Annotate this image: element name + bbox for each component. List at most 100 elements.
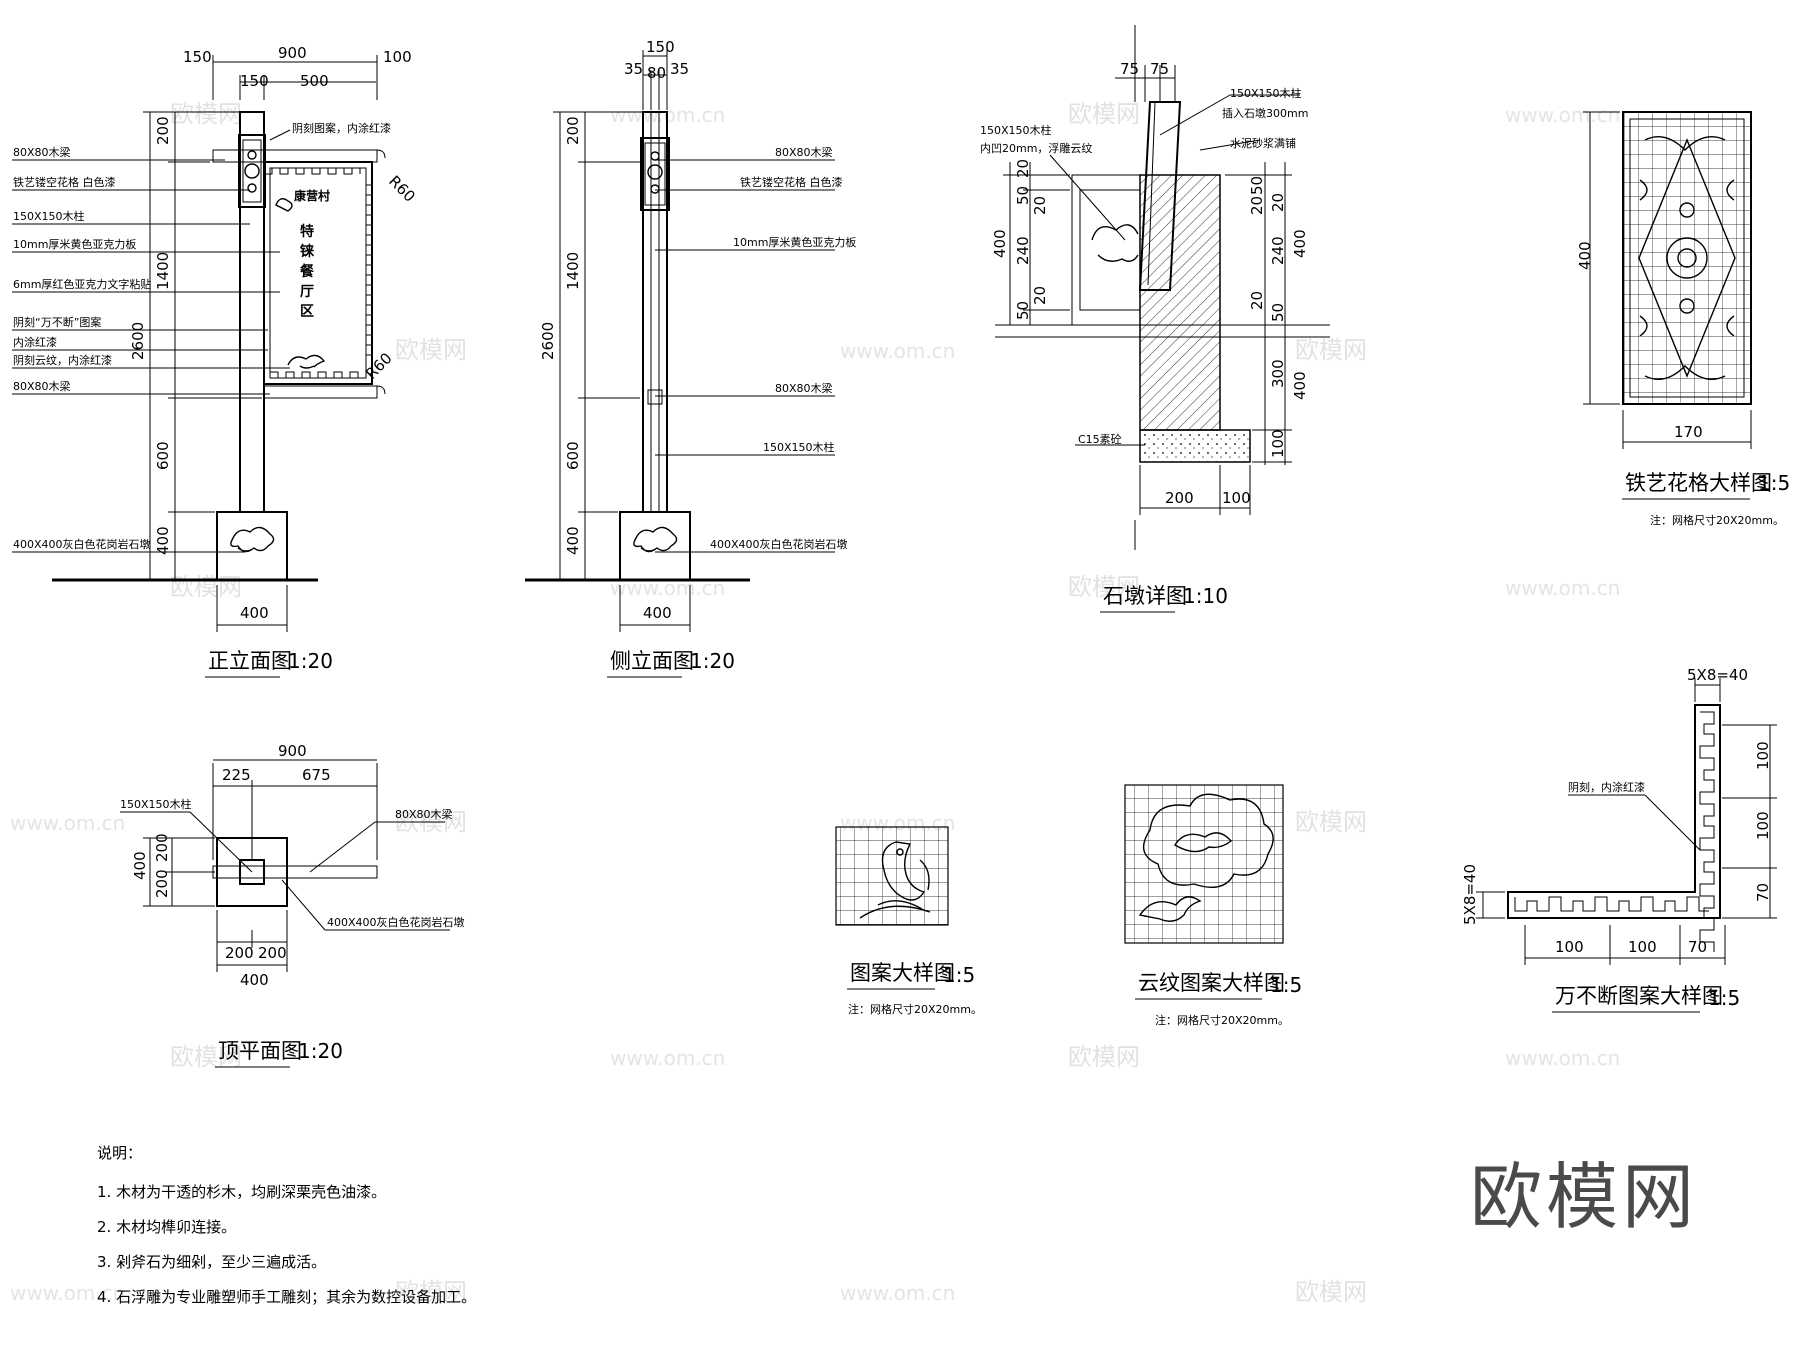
pattern-title: 图案大样图 (850, 961, 955, 985)
side-label: 400X400灰白色花岗岩石墩 (710, 537, 848, 551)
wanbu-title: 万不断图案大样图 (1555, 984, 1723, 1008)
watermark-url: www.om.cn (10, 811, 125, 835)
front-title: 正立面图 (208, 649, 292, 673)
dim-text: 20 (1269, 193, 1287, 212)
top-plan: 900 225 675 400 200 200 200 200 400 150X… (120, 742, 465, 1068)
dim-text: 100 (1269, 429, 1287, 458)
dim-text: 75 (1120, 60, 1139, 78)
dim-text: 20 (1031, 196, 1049, 215)
watermark-cn: 欧模网 (1068, 100, 1140, 128)
cloud-scale: 1:5 (1270, 973, 1302, 997)
side-label: 80X80木梁 (775, 381, 833, 395)
watermark-cn: 欧模网 (170, 573, 242, 601)
notes-heading: 说明： (97, 1144, 142, 1162)
side-label: 150X150木柱 (763, 440, 835, 454)
watermark-url: www.om.cn (1505, 1046, 1620, 1070)
stone-pier-detail: 150X150木柱 插入石墩300mm 150X150木柱 内凹20mm，浮雕云… (980, 25, 1330, 613)
dim-text: 2600 (539, 322, 557, 360)
dim-text: 20 (1014, 159, 1032, 178)
dim-text: 225 (222, 766, 251, 784)
stone-label: 水泥砂浆满铺 (1230, 136, 1296, 150)
wanbu-label: 阴刻，内涂红漆 (1568, 780, 1645, 794)
dim-text: 100 (1555, 938, 1584, 956)
watermark-url: www.om.cn (10, 1281, 125, 1305)
dim-text: 400 (991, 229, 1009, 258)
note-item: 4. 石浮雕为专业雕塑师手工雕刻；其余为数控设备加工。 (97, 1288, 476, 1306)
watermark-url: www.om.cn (1505, 103, 1620, 127)
front-label: 150X150木柱 (13, 209, 85, 223)
sign-char-5: 区 (300, 304, 314, 320)
stone-label: 插入石墩300mm (1222, 106, 1308, 120)
dim-text: 500 (300, 72, 329, 90)
dim-text: 400 (643, 604, 672, 622)
dim-text: 1400 (564, 252, 582, 290)
side-elevation: 150 35 80 35 200 1400 2600 600 400 400 8… (525, 38, 856, 678)
watermark-cn: 欧模网 (395, 336, 467, 364)
watermark-cn: 欧模网 (170, 1043, 242, 1071)
front-label: 阴刻云纹，内涂红漆 (13, 353, 112, 367)
sign-village-name: 康营村 (294, 188, 330, 203)
iron-note: 注：网格尺寸20X20mm。 (1650, 513, 1784, 527)
dim-text: 150 (240, 72, 269, 90)
watermark-cn: 欧模网 (1295, 808, 1367, 836)
dim-text: 70 (1754, 883, 1772, 902)
dim-text: 300 (1269, 359, 1287, 388)
note-item: 1. 木材为干透的杉木，均刷深栗壳色油漆。 (97, 1183, 386, 1201)
dim-text: 400 (154, 526, 172, 555)
plan-label: 80X80木梁 (395, 807, 453, 821)
dim-text: 75 (1150, 60, 1169, 78)
dim-text: 100 (1754, 741, 1772, 770)
front-label: 阴刻图案，内涂红漆 (292, 121, 391, 135)
watermark-cn: 欧模网 (1068, 573, 1140, 601)
dim-text: 200 (1165, 489, 1194, 507)
front-label: 内涂红漆 (13, 335, 57, 349)
radius-text: R60 (385, 172, 419, 206)
dim-text: 400 (131, 851, 149, 880)
dim-text: 675 (302, 766, 331, 784)
front-label: 阴刻“万不断”图案 (13, 315, 101, 329)
dim-text: 900 (278, 742, 307, 760)
plan-title: 顶平面图 (218, 1039, 302, 1063)
note-item: 3. 剁斧石为细剁，至少三遍成活。 (97, 1253, 326, 1271)
dim-text: 5X8=40 (1687, 666, 1748, 684)
front-label: 80X80木梁 (13, 379, 71, 393)
dim-text: 400 (564, 526, 582, 555)
watermark-url: www.om.cn (1505, 576, 1620, 600)
dim-text: 2600 (129, 322, 147, 360)
radius-text: R60 (362, 349, 396, 383)
stone-label: 内凹20mm，浮雕云纹 (980, 141, 1092, 155)
side-scale: 1:20 (690, 649, 735, 673)
dim-text: 5X8=40 (1461, 864, 1479, 925)
dim-text: 200 (258, 944, 287, 962)
front-label: 400X400灰白色花岗岩石墩 (13, 537, 151, 551)
cloud-note: 注：网格尺寸20X20mm。 (1155, 1013, 1289, 1027)
cloud-pattern-detail: 云纹图案大样图 1:5 注：网格尺寸20X20mm。 (1124, 784, 1302, 1027)
pattern-detail: 图案大样图 1:5 注：网格尺寸20X20mm。 (835, 826, 982, 1016)
dim-text: 170 (1674, 423, 1703, 441)
front-label: 6mm厚红色亚克力文字粘贴 (13, 277, 151, 291)
dim-text: 900 (278, 44, 307, 62)
iron-scale: 1:5 (1758, 471, 1790, 495)
iron-title: 铁艺花格大样图 (1625, 471, 1772, 495)
dim-text: 1400 (154, 252, 172, 290)
cloud-title: 云纹图案大样图 (1138, 971, 1285, 995)
dim-text: 70 (1688, 938, 1707, 956)
sign-char-1: 特 (300, 223, 314, 240)
dim-text: 600 (154, 441, 172, 470)
watermark-url: www.om.cn (840, 1281, 955, 1305)
dim-text: 240 (1014, 236, 1032, 265)
dim-text: 20 (1031, 286, 1049, 305)
note-item: 2. 木材均榫卯连接。 (97, 1218, 236, 1236)
pattern-note: 注：网格尺寸20X20mm。 (848, 1002, 982, 1016)
pattern-scale: 1:5 (943, 963, 975, 987)
front-label: 10mm厚米黄色亚克力板 (13, 237, 136, 251)
watermark-cn: 欧模网 (1068, 1043, 1140, 1071)
plan-label: 400X400灰白色花岗岩石墩 (327, 915, 465, 929)
stone-label: 150X150木柱 (1230, 86, 1302, 100)
dim-text: 20 (1248, 291, 1266, 310)
dim-text: 200 (225, 944, 254, 962)
stone-label: C15素砼 (1078, 433, 1122, 446)
dim-text: 100 (1754, 811, 1772, 840)
wanbu-scale: 1:5 (1708, 986, 1740, 1010)
dim-text: 400 (1291, 229, 1309, 258)
